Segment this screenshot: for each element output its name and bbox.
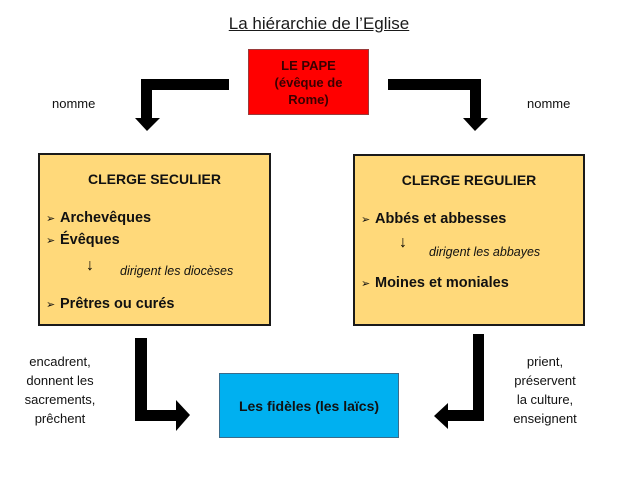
right-nomme-label: nomme [527,96,571,111]
secular-role-1: encadrent, [29,354,91,369]
pope-box: LE PAPE (évêque de Rome) [248,49,369,115]
regular-clergy-title: CLERGE REGULIER [401,172,537,188]
secular-item-priests: ➢ Prêtres ou curés [46,296,174,312]
left-nomme-label: nomme [52,96,96,111]
item-label: Prêtres ou curés [60,296,175,312]
secular-item-bishops: ➢ Évêques [46,232,120,248]
secular-note: dirigent les diocèses [120,264,234,278]
secular-role-3: sacrements, [24,392,96,407]
pope-line-1: LE PAPE [281,57,336,73]
secular-clergy-box: CLERGE SECULIER ➢Archevêques ➢Évêques ↓ … [38,153,271,326]
bullet-arrow-icon: ➢ [46,213,56,225]
pope-line-2: (évêque de [274,74,343,90]
secular-role-4: prêchent [34,411,86,426]
pope-to-secular-arrow-icon [135,79,229,131]
bullet-arrow-icon: ➢ [361,214,371,226]
regular-role-2: préservent [514,373,576,388]
secular-to-faithful-arrow-icon [135,338,190,431]
item-label: Archevêques [60,210,152,226]
regular-item-abbots: ➢ Abbés et abbesses [361,211,506,227]
secular-item-archbishops: ➢ Archevêques [46,210,151,226]
down-arrow-icon: ↓ [86,257,94,274]
bullet-arrow-icon: ➢ [46,299,56,311]
item-label: Abbés et abbesses [375,211,507,227]
secular-clergy-title: CLERGE SECULIER [87,171,221,187]
bullet-arrow-icon: ➢ [361,278,371,290]
item-label: Évêques [60,232,120,248]
faithful-box: Les fidèles (les laïcs) [219,373,399,438]
item-label: Moines et moniales [375,275,509,291]
secular-roles: encadrent, donnent les sacrements, prêch… [6,352,114,428]
regular-note: dirigent les abbayes [429,245,541,259]
regular-roles: prient, préservent la culture, enseignen… [500,352,590,428]
faithful-label: Les fidèles (les laïcs) [238,397,380,414]
pope-line-3: Rome) [288,91,329,107]
regular-role-1: prient, [526,354,564,369]
regular-to-faithful-arrow-icon [434,334,484,429]
regular-clergy-box: CLERGE REGULIER ➢ Abbés et abbesses ↓ dir… [353,154,585,326]
regular-role-4: enseignent [513,411,577,426]
pope-to-regular-arrow-icon [388,79,488,131]
down-arrow-icon: ↓ [399,234,407,251]
page-title: La hiérarchie de l’Eglise [228,14,410,33]
secular-role-2: donnent les [26,373,94,388]
regular-item-monks: ➢ Moines et moniales [361,275,509,291]
bullet-arrow-icon: ➢ [46,235,56,247]
regular-role-3: la culture, [516,392,574,407]
